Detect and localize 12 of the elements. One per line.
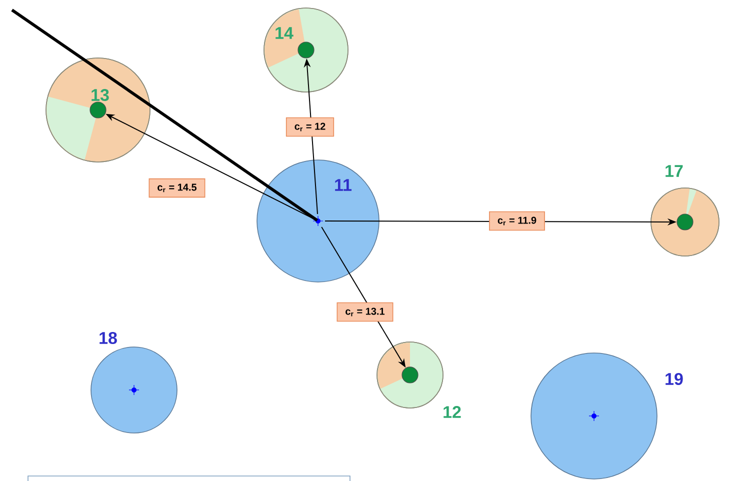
- node-number: 12: [444, 406, 461, 418]
- node-number: 17: [666, 165, 683, 177]
- node-number: 18: [100, 332, 117, 344]
- node-number: 19: [666, 372, 683, 385]
- edge-label: c$_{r}$ = 14.5: [148, 178, 206, 198]
- panel-frame: [28, 476, 350, 481]
- edge-label: c$_{r}$ = 13.1: [336, 302, 394, 322]
- edge-label: c$_{r}$ = 12: [286, 117, 334, 137]
- node-number: 14: [276, 27, 294, 39]
- node-number: 13: [92, 88, 109, 102]
- edge-label: c$_{r}$ = 11.9: [489, 211, 545, 231]
- node-number: 11: [335, 179, 352, 191]
